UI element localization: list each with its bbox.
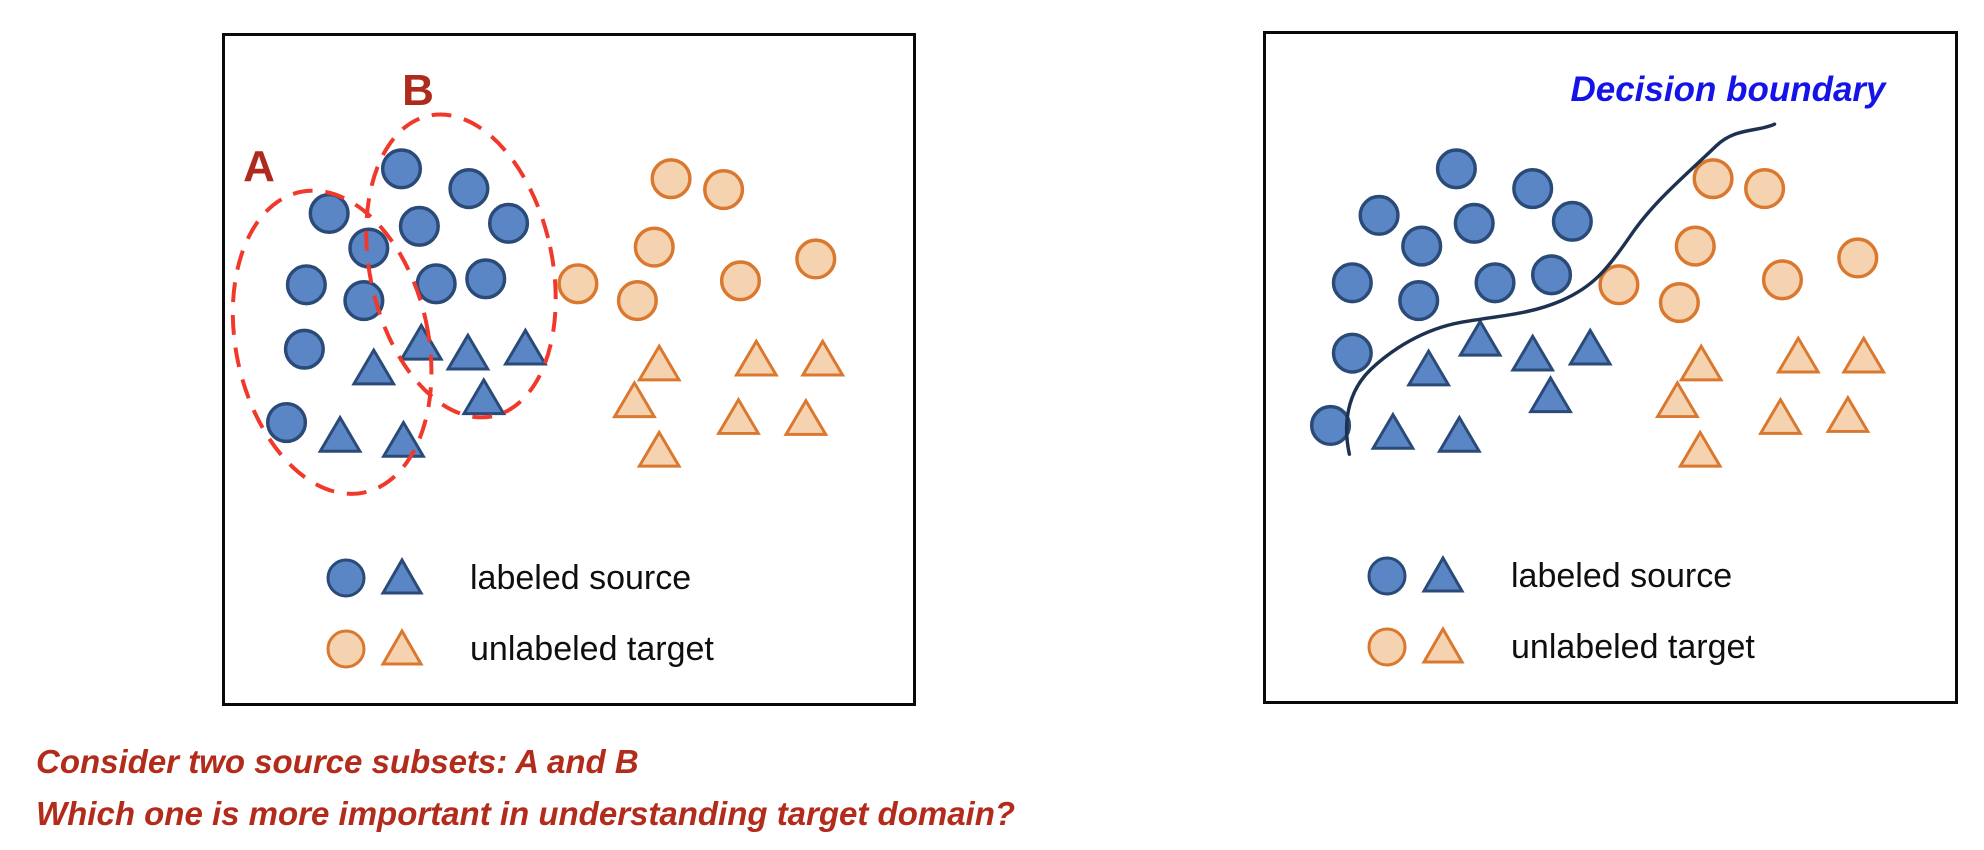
labeled-source-triangle: [1510, 333, 1556, 372]
labeled-source-circle: [1512, 168, 1554, 210]
unlabeled-target-circle: [633, 226, 675, 268]
blue-circle-icon: [326, 558, 366, 598]
unlabeled-target-triangle: [733, 338, 779, 377]
labeled-source-circle: [265, 401, 308, 444]
unlabeled-target-symbols: [326, 627, 424, 669]
unlabeled-target-symbols: [1367, 625, 1465, 667]
labeled-source-triangle: [351, 347, 397, 386]
unlabeled-target-triangle: [636, 343, 682, 382]
legend-row-unlabeled-target: unlabeled target: [325, 627, 714, 671]
labeled-source-circle: [348, 227, 390, 269]
labeled-source-triangle: [1528, 374, 1573, 414]
legend-row-labeled-source: labeled source: [325, 556, 691, 600]
legend-label-unlabeled-target: unlabeled target: [470, 629, 714, 668]
labeled-source-circle: [283, 328, 325, 370]
labeled-source-circle: [465, 258, 507, 300]
unlabeled-target-triangle: [716, 396, 761, 435]
decision-boundary-label: Decision boundary: [1570, 70, 1886, 109]
labeled-source-circle: [285, 264, 327, 306]
legend-row-labeled-source: labeled source: [1366, 554, 1732, 598]
unlabeled-target-triangle: [1677, 429, 1723, 468]
caption-line-1: Consider two source subsets: A and B: [36, 743, 639, 780]
labeled-source-circle: [1331, 332, 1373, 374]
orange-circle-icon: [326, 629, 366, 669]
unlabeled-target-circle: [719, 260, 762, 302]
labeled-source-circle: [308, 192, 350, 234]
orange-triangle-icon: [1421, 625, 1465, 664]
subset-a-label: A: [243, 142, 275, 191]
blue-triangle-icon: [1421, 554, 1465, 593]
labeled-source-circle: [398, 205, 440, 247]
orange-circle-icon: [1367, 627, 1407, 667]
labeled-source-triangle: [502, 327, 548, 366]
unlabeled-target-circle: [795, 238, 837, 280]
decision-boundary-panel: Decision boundary labeled source unlabel…: [1263, 31, 1958, 704]
labeled-source-circle: [1358, 194, 1400, 236]
unlabeled-target-triangle: [1758, 396, 1803, 435]
labeled-source-circle: [1398, 280, 1440, 322]
right-scatter-plot: [1309, 122, 1887, 468]
unlabeled-target-circle: [1598, 264, 1640, 306]
unlabeled-target-triangle: [611, 379, 657, 419]
legend-label-unlabeled-target: unlabeled target: [1511, 627, 1755, 666]
labeled-source-triangle: [1457, 318, 1503, 357]
labeled-source-triangle: [445, 332, 491, 371]
labeled-source-triangle: [398, 322, 444, 361]
unlabeled-target-circle: [1674, 225, 1716, 267]
labeled-source-triangle: [461, 376, 507, 416]
legend-label-labeled-source: labeled source: [1511, 556, 1733, 595]
unlabeled-target-circle: [1692, 158, 1734, 200]
labeled-source-circle: [1453, 202, 1495, 244]
labeled-source-circle: [1401, 225, 1443, 267]
labeled-source-circle: [1331, 262, 1373, 304]
subset-b-ellipse: [364, 112, 558, 420]
unlabeled-target-circle: [1761, 259, 1804, 301]
labeled-source-triangle: [1370, 411, 1416, 450]
unlabeled-target-triangle: [1654, 379, 1700, 419]
labeled-source-circle: [380, 148, 423, 190]
unlabeled-target-circle: [616, 280, 658, 322]
unlabeled-target-triangle: [1825, 394, 1871, 433]
labeled-source-circle: [415, 263, 457, 305]
labeled-source-triangle: [317, 414, 363, 453]
subset-a-ellipse: [230, 188, 434, 496]
labeled-source-circle: [487, 202, 530, 244]
unlabeled-target-circle: [1744, 168, 1786, 210]
labeled-source-circle: [1435, 148, 1477, 190]
labeled-source-circle: [1474, 262, 1516, 304]
source-subsets-panel: A B labeled source unlabeled target: [222, 33, 916, 706]
labeled-source-triangle: [1567, 327, 1613, 366]
legend-row-unlabeled-target: unlabeled target: [1366, 625, 1755, 669]
blue-triangle-icon: [380, 556, 424, 595]
labeled-source-circle: [1309, 404, 1352, 447]
unlabeled-target-circle: [650, 158, 692, 200]
labeled-source-circle: [1551, 200, 1593, 242]
labeled-source-triangle: [1436, 414, 1482, 453]
unlabeled-target-triangle: [783, 397, 829, 436]
orange-triangle-icon: [380, 627, 424, 666]
unlabeled-target-triangle: [1678, 343, 1724, 382]
unlabeled-target-circle: [703, 169, 745, 211]
labeled-source-circle: [343, 280, 385, 322]
labeled-source-circle: [1530, 254, 1573, 296]
unlabeled-target-triangle: [1841, 335, 1887, 374]
labeled-source-symbols: [1367, 554, 1465, 596]
decision-boundary-curve: [1344, 122, 1777, 456]
blue-circle-icon: [1367, 556, 1407, 596]
caption: Consider two source subsets: A and B Whi…: [36, 736, 1015, 840]
unlabeled-target-circle: [557, 263, 599, 305]
unlabeled-target-triangle: [800, 338, 846, 377]
caption-line-2: Which one is more important in understan…: [36, 795, 1016, 832]
unlabeled-target-triangle: [1775, 335, 1821, 374]
labeled-source-circle: [448, 168, 490, 210]
subset-b-label: B: [402, 66, 434, 115]
labeled-source-triangle: [1406, 348, 1452, 387]
left-scatter-plot: [230, 112, 846, 496]
legend-label-labeled-source: labeled source: [470, 558, 692, 597]
labeled-source-triangle: [381, 419, 426, 458]
unlabeled-target-triangle: [636, 429, 682, 468]
unlabeled-target-circle: [1658, 282, 1700, 324]
unlabeled-target-circle: [1837, 237, 1879, 279]
labeled-source-symbols: [326, 556, 424, 598]
